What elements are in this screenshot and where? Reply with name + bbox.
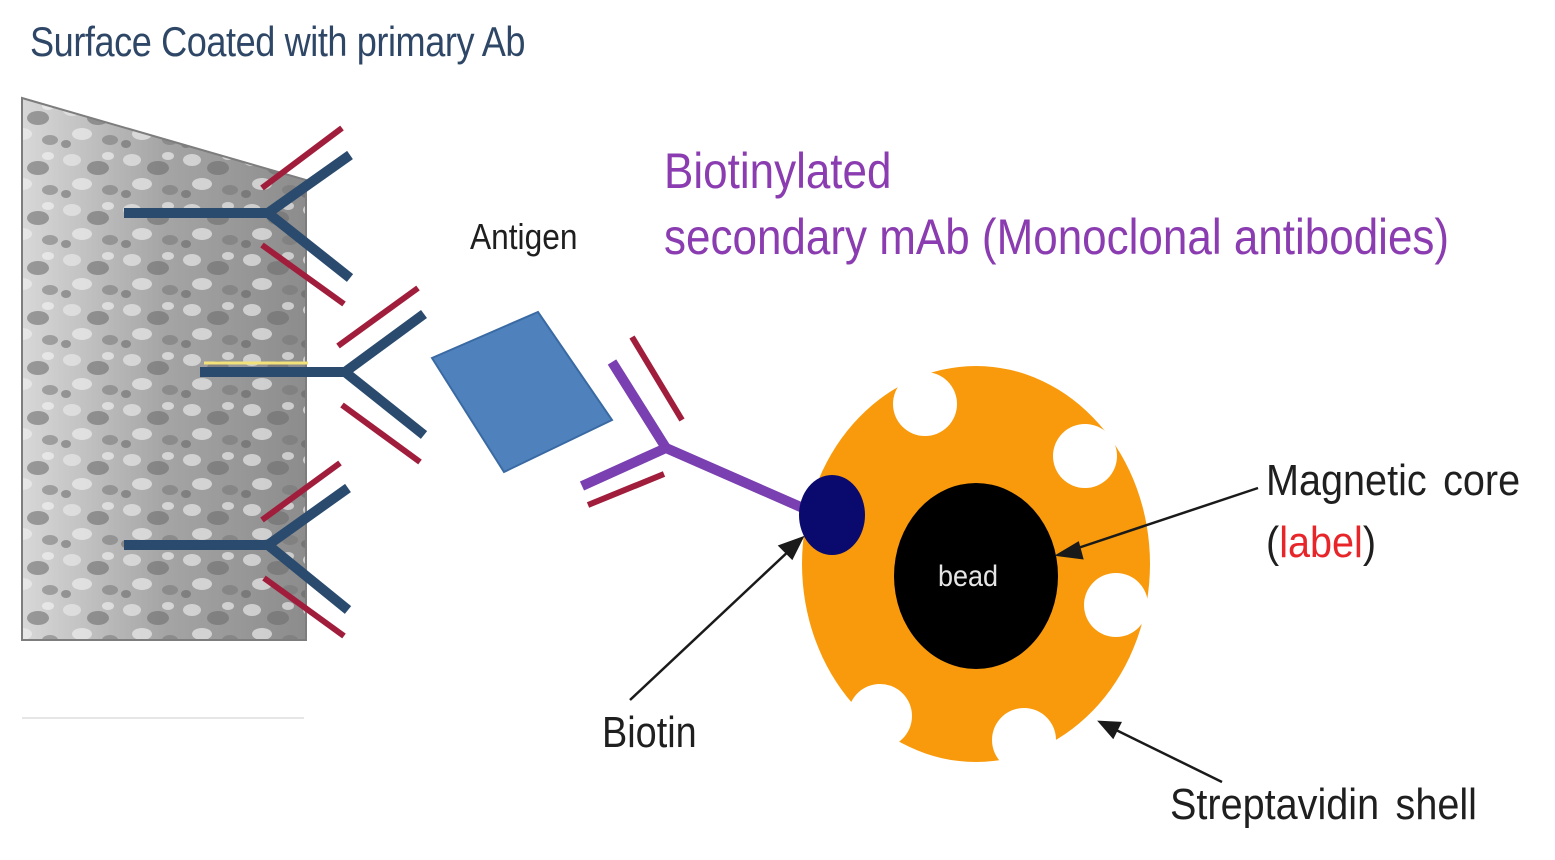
binding-site <box>848 684 912 748</box>
surface-outline <box>21 96 307 641</box>
core-arrow <box>1071 486 1259 552</box>
primary-antibody-middle <box>200 285 428 465</box>
pointer-arrows <box>629 486 1259 784</box>
binding-site <box>1084 573 1148 637</box>
binding-site <box>1053 424 1117 488</box>
shell-binding-sites <box>848 372 1148 772</box>
primary-antibody-top <box>124 125 354 307</box>
secondary-antibody <box>579 335 815 517</box>
secondary-mab-title-line2: secondary mAb (Monoclonal antibodies) <box>664 209 1450 265</box>
surface-title: Surface Coated with primary Ab <box>30 18 526 65</box>
antigen-label: Antigen <box>470 216 578 257</box>
streptavidin-shell-label: Streptavidin shell <box>1170 780 1477 829</box>
shell-arrow <box>1111 726 1223 784</box>
surface-texture <box>22 98 306 640</box>
magnetic-core-label: Magnetic core <box>1266 456 1521 505</box>
biotin-label: Biotin <box>602 708 697 757</box>
binding-site <box>893 372 957 436</box>
core-arrow-head <box>1054 541 1084 560</box>
paren-close: ) <box>1362 518 1377 567</box>
secondary-mab-title-line1: Biotinylated <box>664 143 892 199</box>
binding-site <box>992 708 1056 772</box>
magnetic-core-bead <box>894 483 1058 669</box>
paren-open: ( <box>1266 518 1280 567</box>
bead-label: bead <box>938 560 999 593</box>
biotin-arrow <box>629 547 793 701</box>
shell-arrow-head <box>1097 720 1122 740</box>
magnetic-core-sublabel: (label) <box>1266 518 1376 568</box>
primary-antibody-bottom <box>124 460 352 639</box>
antigen-shape <box>430 310 614 474</box>
coated-surface <box>21 96 307 719</box>
biotin-dot <box>799 475 865 555</box>
label-word: label <box>1279 518 1363 567</box>
biotin-arrow-head <box>777 535 805 561</box>
